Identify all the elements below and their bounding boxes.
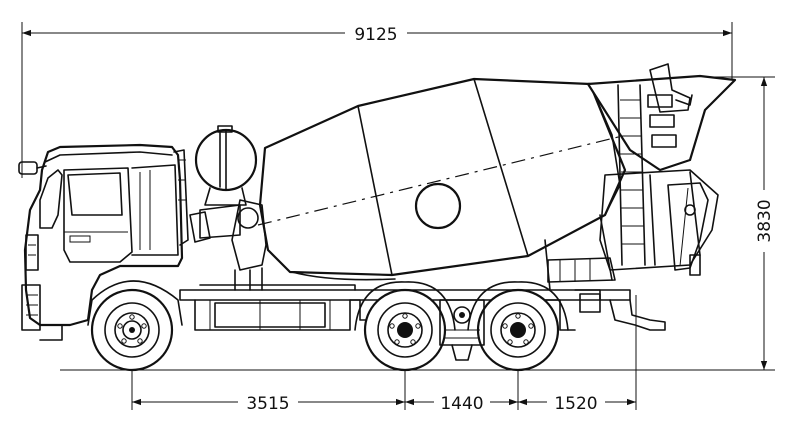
dimension-axle-spacing: 3515 1440 1520 [131, 290, 637, 414]
drum-hatch [414, 182, 462, 230]
water-tank [194, 125, 258, 206]
overall-height-label: 3830 [755, 199, 775, 242]
rear-overhang-label: 1520 [554, 394, 597, 414]
overall-length-label: 9125 [354, 25, 397, 45]
rear-assembly [544, 63, 737, 291]
rear-wheel-2 [467, 281, 569, 372]
rear-suspension [439, 299, 485, 361]
cab [18, 143, 189, 341]
wheelbase-front-label: 3515 [246, 394, 289, 414]
front-wheel [90, 288, 174, 372]
mixer-drum [189, 77, 656, 291]
dimension-overall-length: 9125 [21, 22, 733, 178]
dimension-overall-height: 3830 [640, 76, 776, 371]
rear-axle-spacing-label: 1440 [440, 394, 483, 414]
rear-wheel-1 [354, 281, 456, 372]
